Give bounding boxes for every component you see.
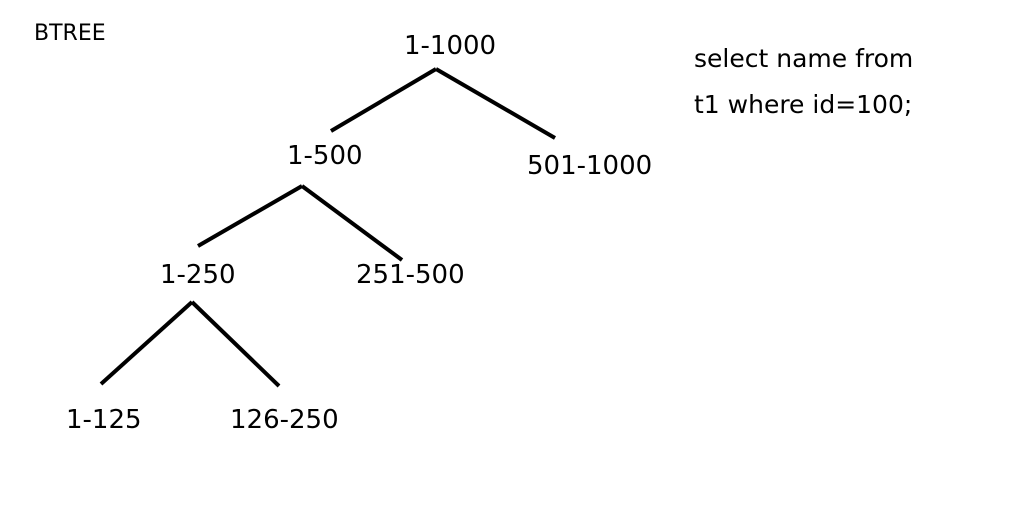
edge-ll-right <box>190 300 281 388</box>
node-1-500: 1-500 <box>287 141 363 171</box>
sql-query: select name from t1 where id=100; <box>694 36 913 128</box>
node-root: 1-1000 <box>404 31 497 61</box>
node-126-250: 126-250 <box>230 405 339 435</box>
edge-ll-left <box>99 300 194 386</box>
edge-root-left <box>329 67 438 133</box>
node-1-250: 1-250 <box>160 260 236 290</box>
node-1-125: 1-125 <box>66 405 142 435</box>
sql-query-line-2: t1 where id=100; <box>694 90 913 119</box>
node-501-1000: 501-1000 <box>527 151 653 181</box>
edge-left-left <box>197 184 303 248</box>
sql-query-line-1: select name from <box>694 44 914 73</box>
diagram-title: BTREE <box>34 21 106 46</box>
edge-root-right <box>434 67 557 140</box>
edge-left-right <box>300 184 404 262</box>
node-251-500: 251-500 <box>356 260 465 290</box>
